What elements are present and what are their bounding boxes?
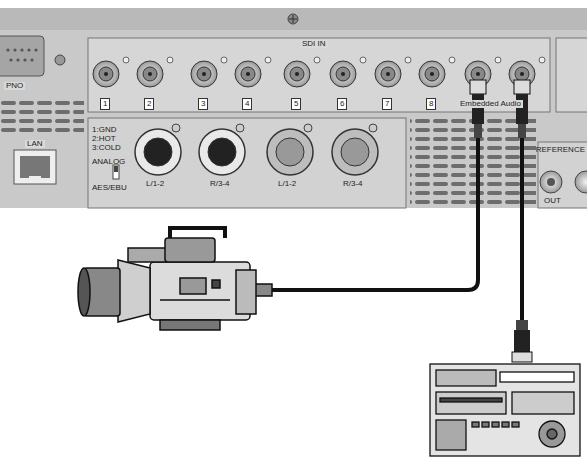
bnc-connector xyxy=(419,57,455,87)
vent-slots xyxy=(0,100,84,136)
vtr-button xyxy=(482,422,489,427)
channel-label: L/1-2 xyxy=(146,180,164,188)
bnc-connector xyxy=(540,171,562,193)
input-number: 3 xyxy=(198,98,208,110)
xlr-connector xyxy=(199,124,245,175)
bnc-connector xyxy=(93,57,129,87)
video-recorder xyxy=(430,364,580,456)
pin-label: 1:GND xyxy=(92,126,116,134)
pin-label: 2:HOT xyxy=(92,135,116,143)
xlr-connector xyxy=(332,124,378,175)
lan-port xyxy=(14,150,56,184)
panel-label: PNO xyxy=(4,82,25,90)
selector-switch xyxy=(113,165,119,179)
input-number: 4 xyxy=(242,98,252,110)
bnc-connector xyxy=(235,57,271,87)
dsub-pin xyxy=(9,58,12,61)
panel-label: ANALOG xyxy=(92,158,125,166)
screw xyxy=(55,55,65,65)
panel-frame xyxy=(556,38,587,112)
input-number: 7 xyxy=(382,98,392,110)
dsub-connector xyxy=(0,36,44,76)
channel-label: R/3-4 xyxy=(210,180,230,188)
bnc-plug xyxy=(470,80,532,362)
port-label: LAN xyxy=(25,140,45,148)
dsub-pin xyxy=(34,48,37,51)
panel-top-strip xyxy=(0,8,587,30)
screw xyxy=(288,14,298,24)
xlr-connector xyxy=(267,124,313,175)
sdi-frame xyxy=(88,38,550,112)
input-number: 1 xyxy=(100,98,110,110)
vtr-button xyxy=(492,422,499,427)
dsub-pin xyxy=(6,48,9,51)
panel-label: Embedded Audio xyxy=(458,100,523,108)
vtr-button xyxy=(502,422,509,427)
input-number: 5 xyxy=(291,98,301,110)
bnc-connector xyxy=(575,171,587,193)
rear-panel xyxy=(0,8,587,208)
input-number: 2 xyxy=(144,98,154,110)
dsub-pin xyxy=(27,48,30,51)
input-number: 8 xyxy=(426,98,436,110)
panel-label: REFERENCE xyxy=(536,146,585,154)
dsub-pin xyxy=(13,48,16,51)
xlr-connector xyxy=(135,124,181,175)
pin-label: 3:COLD xyxy=(92,144,121,152)
dsub-pin xyxy=(16,58,19,61)
vtr-button xyxy=(512,422,519,427)
bnc-connector xyxy=(191,57,227,87)
dsub-pin xyxy=(23,58,26,61)
channel-label: R/3-4 xyxy=(343,180,363,188)
dsub-pin xyxy=(30,58,33,61)
video-camera xyxy=(78,228,272,330)
panel-label: AES/EBU xyxy=(92,184,127,192)
vtr-button xyxy=(472,422,479,427)
audio-frame xyxy=(88,118,406,208)
panel-label: SDI IN xyxy=(300,40,328,48)
bnc-connector xyxy=(330,57,366,87)
input-number: 6 xyxy=(337,98,347,110)
cable xyxy=(270,136,522,322)
bnc-connector xyxy=(137,57,173,87)
channel-label: L/1-2 xyxy=(278,180,296,188)
bnc-connector xyxy=(284,57,320,87)
dsub-pin xyxy=(20,48,23,51)
vent-slots xyxy=(410,118,536,208)
bnc-connector xyxy=(375,57,411,87)
panel-label: OUT xyxy=(544,197,561,205)
